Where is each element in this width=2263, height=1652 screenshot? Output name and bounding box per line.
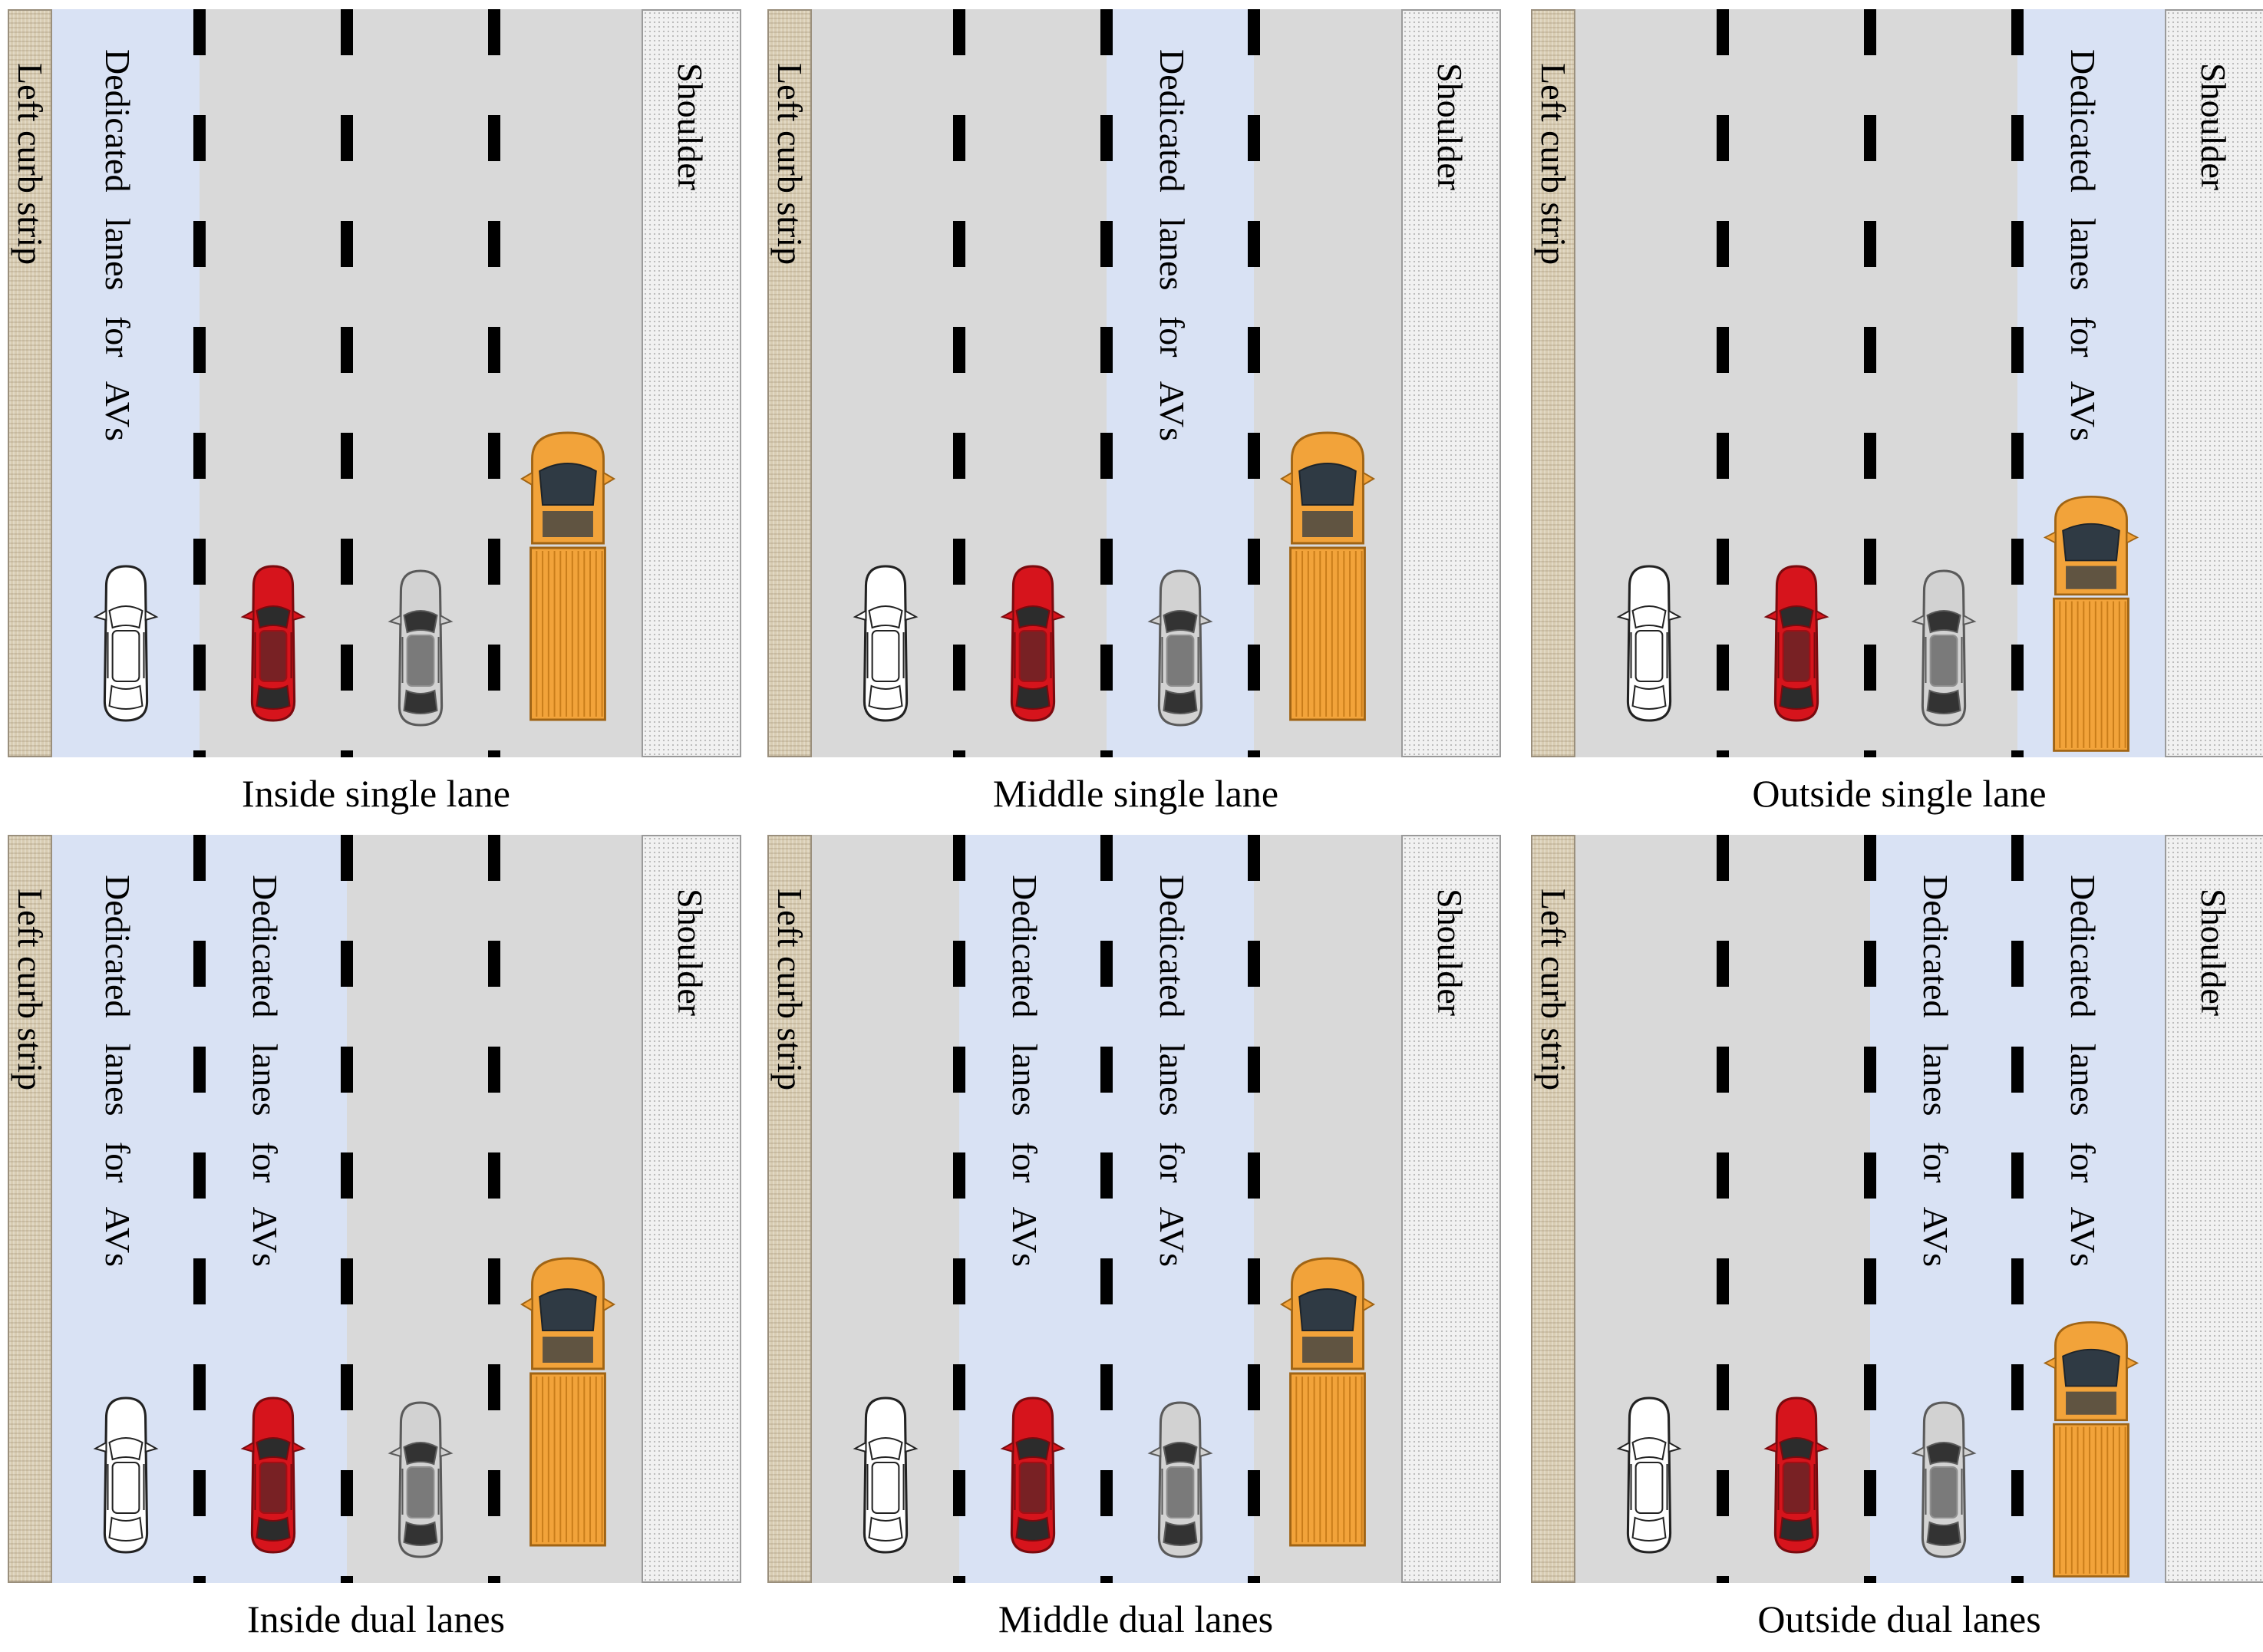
dedicated-lane-label: Dedicated lanes for AVs [1005, 875, 1044, 1267]
panel-caption: Outside dual lanes [1757, 1598, 2041, 1640]
panel-caption: Inside dual lanes [246, 1598, 505, 1640]
panel-caption: Inside single lane [242, 772, 510, 815]
road: Left curb strip Shoulder Dedicated lanes f… [8, 835, 744, 1583]
road: Left curb strip Shoulder Dedicated lanes f… [767, 835, 1504, 1583]
shoulder [2165, 9, 2263, 757]
left-curb-strip [8, 9, 52, 757]
road: Left curb strip Shoulder Dedicated lanes f… [8, 9, 744, 757]
yellow-truck-icon [520, 431, 615, 721]
lane-marking [1100, 835, 1113, 1583]
red-car-icon [1763, 1396, 1829, 1554]
lane-marking [1864, 9, 1876, 757]
shoulder [2165, 835, 2263, 1583]
silver-car-icon [1147, 569, 1213, 727]
white-car-icon [93, 1396, 159, 1554]
white-car-icon [93, 565, 159, 722]
panel-caption: Middle dual lanes [998, 1598, 1274, 1640]
yellow-truck-icon [520, 1257, 615, 1547]
dedicated-lane-label: Dedicated lanes for AVs [98, 875, 137, 1267]
white-car-icon [853, 1396, 919, 1554]
left-curb-strip [1531, 9, 1575, 757]
left-curb-strip [1531, 835, 1575, 1583]
dedicated-lane-label: Dedicated lanes for AVs [1916, 875, 1955, 1267]
dedicated-lane-label: Dedicated lanes for AVs [1153, 875, 1192, 1267]
lane-marking [2011, 835, 2024, 1583]
lane-marking [953, 835, 965, 1583]
lane-marking [488, 835, 500, 1583]
dedicated-lane-label: Dedicated lanes for AVs [2063, 875, 2103, 1267]
lane-marking [1248, 9, 1260, 757]
lane-marking [341, 9, 353, 757]
curb-label: Left curb strip [1534, 63, 1573, 265]
panel-2: Left curb strip Shoulder Dedicated lanes f… [767, 9, 1504, 826]
dedicated-lane-label: Dedicated lanes for AVs [98, 49, 137, 441]
lane-marking [488, 9, 500, 757]
red-car-icon [240, 1396, 306, 1554]
panel-caption: Middle single lane [992, 772, 1279, 815]
lane-marking [1864, 835, 1876, 1583]
lane-marking [1248, 835, 1260, 1583]
left-curb-strip [8, 835, 52, 1583]
red-car-icon [1000, 565, 1066, 722]
lane-marking [341, 835, 353, 1583]
white-car-icon [1616, 565, 1682, 722]
lane-marking [1717, 835, 1729, 1583]
silver-car-icon [1911, 1401, 1977, 1558]
lane-marking [1717, 9, 1729, 757]
curb-label: Left curb strip [770, 889, 810, 1091]
panel-6: Left curb strip Shoulder Dedicated lanes f… [1531, 835, 2263, 1652]
yellow-truck-icon [2044, 495, 2139, 752]
panel-5: Left curb strip Shoulder Dedicated lanes f… [767, 835, 1504, 1652]
road: Left curb strip Shoulder Dedicated lanes f… [1531, 835, 2263, 1583]
shoulder [642, 9, 741, 757]
road: Left curb strip Shoulder Dedicated lanes f… [1531, 9, 2263, 757]
red-car-icon [1763, 565, 1829, 722]
left-curb-strip [767, 835, 812, 1583]
red-car-icon [1000, 1396, 1066, 1554]
silver-car-icon [1911, 569, 1977, 727]
shoulder [642, 835, 741, 1583]
white-car-icon [1616, 1396, 1682, 1554]
white-car-icon [853, 565, 919, 722]
lane-marking [193, 835, 206, 1583]
lane-marking [193, 9, 206, 757]
curb-label: Left curb strip [770, 63, 810, 265]
shoulder [1401, 9, 1501, 757]
shoulder-label: Shoulder [1430, 63, 1470, 191]
shoulder-label: Shoulder [671, 889, 710, 1017]
red-car-icon [240, 565, 306, 722]
lane-marking [2011, 9, 2024, 757]
dedicated-lane-label: Dedicated lanes for AVs [1153, 49, 1192, 441]
panel-caption: Outside single lane [1752, 772, 2047, 815]
shoulder-label: Shoulder [1430, 889, 1470, 1017]
shoulder [1401, 835, 1501, 1583]
yellow-truck-icon [2044, 1321, 2139, 1578]
silver-car-icon [388, 1401, 454, 1558]
silver-car-icon [388, 569, 454, 727]
shoulder-label: Shoulder [2194, 889, 2233, 1017]
curb-label: Left curb strip [11, 63, 50, 265]
lane-marking [1100, 9, 1113, 757]
panel-1: Left curb strip Shoulder Dedicated lanes f… [8, 9, 744, 826]
dedicated-lane-label: Dedicated lanes for AVs [2063, 49, 2103, 441]
panel-4: Left curb strip Shoulder Dedicated lanes f… [8, 835, 744, 1652]
curb-label: Left curb strip [11, 889, 50, 1091]
left-curb-strip [767, 9, 812, 757]
dedicated-lane-label: Dedicated lanes for AVs [246, 875, 285, 1267]
curb-label: Left curb strip [1534, 889, 1573, 1091]
silver-car-icon [1147, 1401, 1213, 1558]
yellow-truck-icon [1280, 1257, 1375, 1547]
shoulder-label: Shoulder [671, 63, 710, 191]
yellow-truck-icon [1280, 431, 1375, 721]
road: Left curb strip Shoulder Dedicated lanes f… [767, 9, 1504, 757]
lane-marking [953, 9, 965, 757]
panel-3: Left curb strip Shoulder Dedicated lanes f… [1531, 9, 2263, 826]
shoulder-label: Shoulder [2194, 63, 2233, 191]
